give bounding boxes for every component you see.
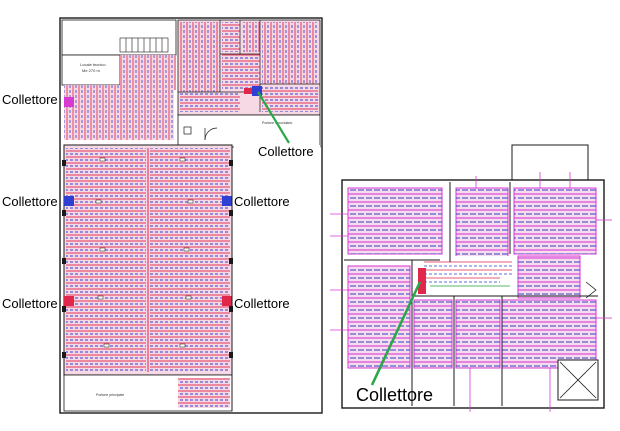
collector-label-low-right: Collettore bbox=[234, 296, 290, 311]
left-building-plan: Locale tecnico Me 270 m bbox=[59, 17, 323, 414]
collector-pointer-right bbox=[370, 281, 422, 386]
collector-label-mid-right: Collettore bbox=[234, 194, 290, 209]
collector-label-apartment: Collettore bbox=[356, 385, 434, 405]
collector-label-mid-left: Collettore bbox=[2, 194, 58, 209]
collector-label-low-left: Collettore bbox=[2, 296, 58, 311]
svg-text:Portone principale: Portone principale bbox=[96, 393, 124, 397]
right-apartment-plan bbox=[330, 144, 612, 412]
collector-label-upper-right: Collettore bbox=[258, 144, 314, 159]
svg-text:Locale tecnico: Locale tecnico bbox=[80, 62, 106, 67]
collector-pointer-upper bbox=[257, 91, 290, 144]
svg-text:Me 270 m: Me 270 m bbox=[82, 68, 100, 73]
collector-label-upper-left: Collettore bbox=[2, 92, 58, 107]
